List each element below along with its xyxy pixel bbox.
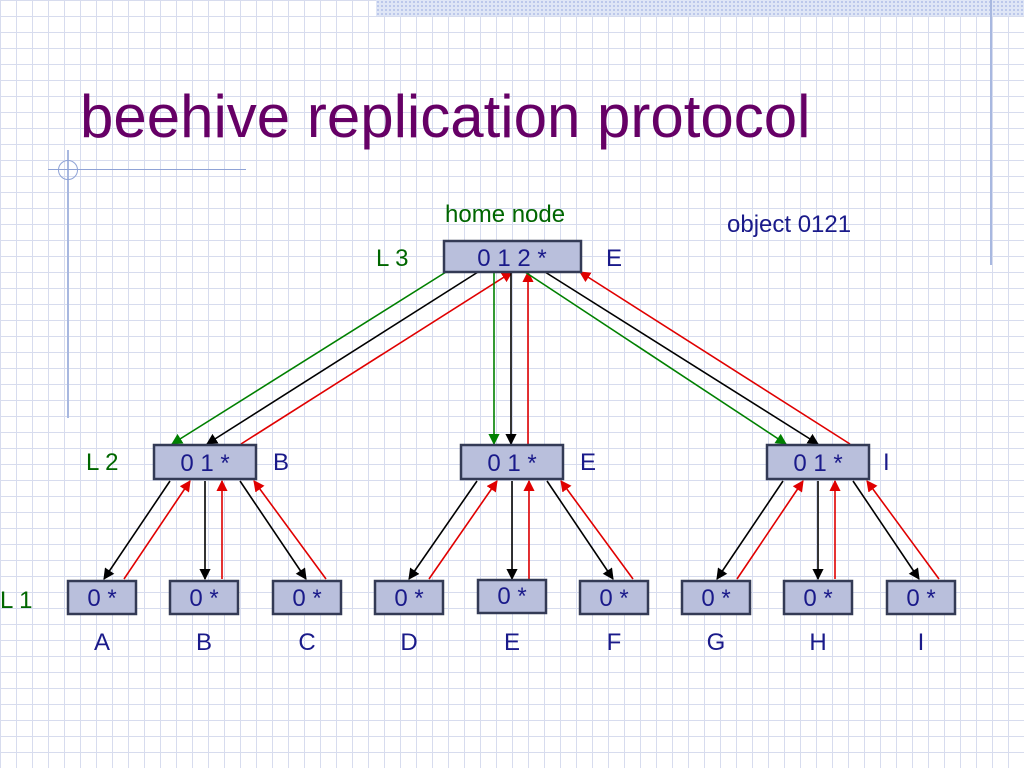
level-1-label: L 1 [0,587,32,614]
l1-node-e: 0 * [476,578,548,615]
black-arrow [408,480,478,580]
node-digits: 0 1 * [487,450,536,477]
l1-node-g: 0 * [680,579,752,616]
l1-node-h: 0 * [782,579,854,616]
home-node-label: home node [445,201,565,228]
node-box [680,579,752,616]
l1-node-d: 0 * [373,579,445,616]
slide-title: beehive replication protocol [80,83,811,150]
node-box [782,579,854,616]
l1-node-e-name: E [504,629,520,656]
l1-node-h-name: H [809,629,826,656]
node-digits: 0 1 2 * [477,245,546,272]
l2-node-e: 0 1 * [459,443,565,481]
node-box [373,579,445,616]
red-arrow [866,480,940,580]
level-3-label: L 3 [376,245,408,272]
black-arrow [239,480,307,580]
node-box [442,239,583,274]
root-node: 0 1 2 * [442,239,583,274]
red-arrow [579,271,851,445]
node-box [476,578,548,615]
green-arrow [524,271,787,445]
node-box [459,443,565,481]
l2-node-b-name: B [273,449,289,476]
l2-node-i-name: I [883,449,890,476]
black-arrow [103,480,171,580]
red-arrow [428,480,498,580]
l1-node-f: 0 * [578,579,650,616]
l2-node-e-name: E [580,449,596,476]
root-node-name: E [606,245,622,272]
root-to-l2-arrows [171,270,851,446]
l2-to-l1-arrows [103,479,940,581]
top-decoration-bar [376,0,1024,16]
l1-node-i: 0 * [885,579,957,616]
node-digits: 0 * [87,585,116,612]
black-arrow [546,480,614,580]
right-decoration-line [990,0,992,265]
l2-node-i: 0 1 * [765,443,871,481]
node-digits: 0 * [292,585,321,612]
black-arrow [852,480,920,580]
black-arrow [716,480,784,580]
l1-node-d-name: D [400,629,417,656]
node-digits: 0 * [497,583,526,610]
l1-node-c-name: C [298,629,315,656]
red-arrow [240,271,513,445]
object-label: object 0121 [727,211,851,238]
l1-node-f-name: F [607,629,622,656]
l1-node-c: 0 * [271,579,343,616]
l1-node-b-name: B [196,629,212,656]
node-box [885,579,957,616]
node-box [271,579,343,616]
l1-node-a: 0 * [66,579,138,616]
green-arrow [171,271,447,445]
crosshair-circle-icon [58,160,78,180]
node-box [578,579,650,616]
l1-node-i-name: I [918,629,925,656]
l1-node-a-name: A [94,629,110,656]
red-arrow [123,480,191,580]
black-arrow [544,271,819,445]
left-decoration-line [67,150,69,418]
node-digits: 0 * [803,585,832,612]
node-box [765,443,871,481]
node-box [152,443,258,481]
l2-node-b: 0 1 * [152,443,258,481]
red-arrow [560,480,634,580]
node-digits: 0 * [189,585,218,612]
black-arrow [206,271,479,445]
red-arrow [736,480,804,580]
level-2-label: L 2 [86,449,118,476]
node-digits: 0 * [394,585,423,612]
l1-node-g-name: G [707,629,726,656]
node-digits: 0 * [906,585,935,612]
node-box [168,579,240,616]
node-digits: 0 * [701,585,730,612]
red-arrow [253,480,327,580]
l1-node-b: 0 * [168,579,240,616]
node-digits: 0 * [599,585,628,612]
node-box [66,579,138,616]
node-digits: 0 1 * [180,450,229,477]
node-digits: 0 1 * [793,450,842,477]
title-underline [48,169,246,170]
